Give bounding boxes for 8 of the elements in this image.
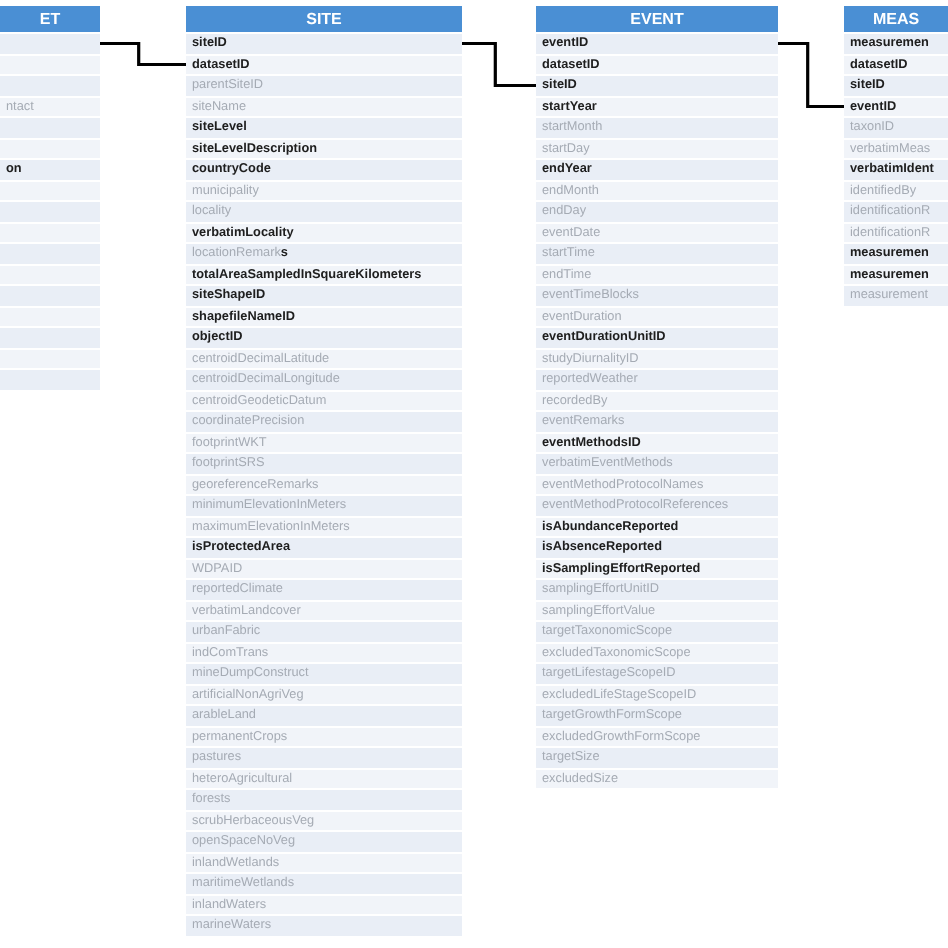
- connector-line: [100, 41, 186, 67]
- connector-line: [462, 41, 536, 88]
- table-header: ET: [0, 6, 100, 32]
- table-header: MEAS: [844, 6, 948, 32]
- table-header: EVENT: [536, 6, 778, 32]
- connector-line: [778, 41, 844, 109]
- table-header: SITE: [186, 6, 462, 32]
- field-row: [0, 34, 100, 53]
